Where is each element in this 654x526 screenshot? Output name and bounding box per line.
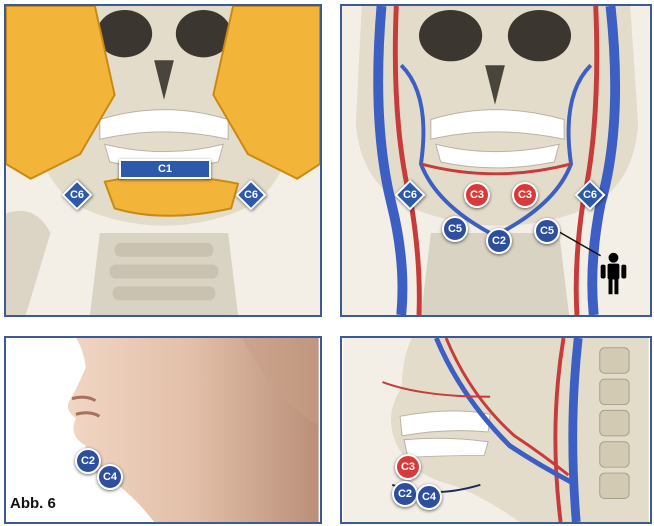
side-skull-vessels-illustration — [342, 338, 650, 522]
label-c2: C2 — [392, 481, 418, 507]
label-c3-left: C3 — [464, 182, 490, 208]
label-c4: C4 — [416, 484, 442, 510]
label-c5-right: C5 — [534, 218, 560, 244]
front-skull-vessels-illustration — [342, 6, 650, 315]
label-c3: C3 — [395, 454, 421, 480]
label-c3-right: C3 — [512, 182, 538, 208]
panel-front-skull-vessels: C6 C3 C3 C6 C5 C2 C5 — [340, 4, 652, 317]
panel-side-skull-vessels: C3 C2 C4 — [340, 336, 652, 524]
label-c1: C1 — [119, 159, 211, 179]
label-c4: C4 — [97, 464, 123, 490]
label-c2: C2 — [486, 228, 512, 254]
panel-front-skull-fat: C1 C6 C6 — [4, 4, 322, 317]
label-c2: C2 — [75, 448, 101, 474]
figure-caption: Abb. 6 — [10, 495, 56, 512]
label-c5-left: C5 — [442, 216, 468, 242]
